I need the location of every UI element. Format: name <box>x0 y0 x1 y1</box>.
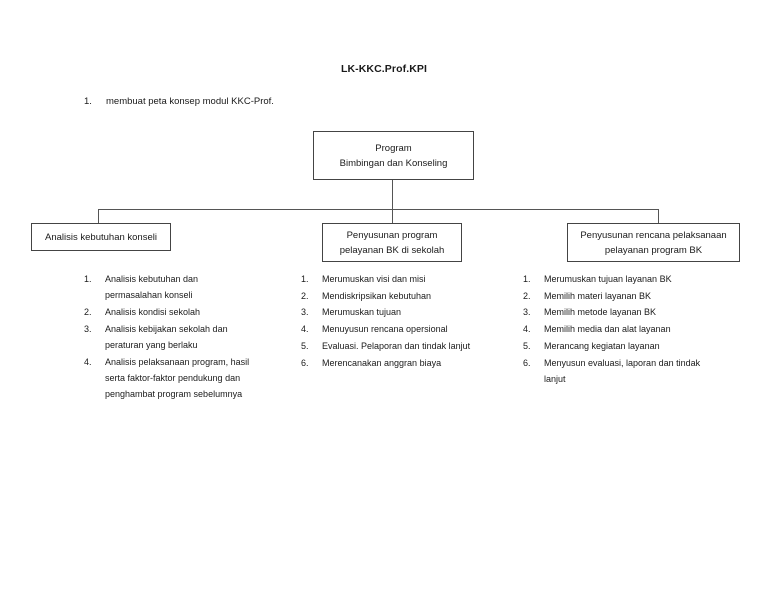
list-item-text: Merumuskan visi dan misi <box>322 274 426 284</box>
list-item-marker: 3. <box>523 307 531 318</box>
list-item-text: Merumuskan tujuan layanan BK <box>544 274 672 284</box>
list-item-text: Memilih media dan alat layanan <box>544 324 671 335</box>
list-branch-2: 1. Merumuskan visi dan misi 2. Mendiskri… <box>301 271 474 371</box>
node-branch-1-line1: Analisis kebutuhan konseli <box>45 231 157 243</box>
node-root-line1: Program <box>375 142 412 154</box>
list-item: 2. Memilih materi layanan BK <box>523 288 718 304</box>
list-item-text: Merancang kegiatan layanan <box>544 340 660 351</box>
list-item-marker: 3. <box>301 307 309 318</box>
list-item-marker: 1. <box>84 274 92 284</box>
node-branch-penyusunan-rencana: Penyusunan rencana pelaksanaan pelayanan… <box>567 223 740 262</box>
node-root-line2: Bimbingan dan Konseling <box>339 157 448 169</box>
list-item: 3. Analisis kebijakan sekolah dan peratu… <box>84 321 252 353</box>
list-item-text: Memilih materi layanan BK <box>544 290 652 301</box>
list-item-text: Merencanakan anggran biaya <box>322 357 442 368</box>
list-item-marker: 2. <box>301 290 309 301</box>
list-item-marker: 6. <box>301 357 309 368</box>
list-branch-1: 1. Analisis kebutuhan dan permasalahan k… <box>84 271 252 403</box>
connector-drop-left <box>98 209 99 223</box>
list-item-marker: 4. <box>84 356 92 367</box>
list-item-marker: 4. <box>301 324 309 335</box>
list-item: 1. Merumuskan visi dan misi <box>301 271 474 287</box>
connector-drop-right <box>658 209 659 223</box>
list-item-text: Merumuskan tujuan <box>322 307 402 318</box>
list-item: 6. Merencanakan anggran biaya <box>301 355 474 371</box>
list-item-text: Analisis kebijakan sekolah dan peraturan… <box>105 323 228 350</box>
list-item: 4. Menuyusun rencana opersional <box>301 321 474 337</box>
list-item: 1. Merumuskan tujuan layanan BK <box>523 271 718 287</box>
list-item-text: Evaluasi. Pelaporan dan tindak lanjut <box>322 340 471 351</box>
list-item: 2. Mendiskripsikan kebutuhan <box>301 288 474 304</box>
list-item-marker: 5. <box>523 340 531 351</box>
list-item-text: Memilih metode layanan BK <box>544 307 657 318</box>
connector-root-stem <box>392 180 393 209</box>
list-item-marker: 2. <box>523 290 531 301</box>
list-item-marker: 3. <box>84 323 92 334</box>
list-item: 4. Memilih media dan alat layanan <box>523 321 718 337</box>
list-item-text: Analisis kebutuhan dan permasalahan kons… <box>105 274 199 301</box>
list-item: 6. Menyusun evaluasi, laporan dan tindak… <box>523 355 718 387</box>
connector-drop-middle <box>392 209 393 223</box>
list-item-text: Menyusun evaluasi, laporan dan tindak la… <box>544 357 701 384</box>
list-item: 5. Evaluasi. Pelaporan dan tindak lanjut <box>301 338 474 354</box>
list-item: 3. Memilih metode layanan BK <box>523 304 718 320</box>
node-branch-2-line2: pelayanan BK di sekolah <box>339 244 445 256</box>
task-text: membuat peta konsep modul KKC-Prof. <box>106 96 274 107</box>
list-branch-3: 1. Merumuskan tujuan layanan BK 2. Memil… <box>523 271 718 387</box>
task-number: 1. <box>84 96 92 107</box>
list-item: 4. Analisis pelaksanaan program, hasil s… <box>84 354 252 403</box>
node-branch-2-line1: Penyusunan program <box>346 229 438 241</box>
node-root-program: Program Bimbingan dan Konseling <box>313 131 474 180</box>
page-title: LK-KKC.Prof.KPI <box>340 63 428 75</box>
node-branch-analisis-kebutuhan: Analisis kebutuhan konseli <box>31 223 171 251</box>
connector-horizontal-bus <box>98 209 659 210</box>
task-instruction: 1. membuat peta konsep modul KKC-Prof. <box>84 96 484 107</box>
list-item: 1. Analisis kebutuhan dan permasalahan k… <box>84 271 252 303</box>
node-branch-3-line1: Penyusunan rencana pelaksanaan <box>580 229 727 241</box>
list-item-marker: 4. <box>523 324 531 335</box>
list-item-marker: 6. <box>523 357 531 368</box>
node-branch-3-line2: pelayanan program BK <box>604 244 703 256</box>
list-item-marker: 1. <box>301 274 309 284</box>
list-item: 5. Merancang kegiatan layanan <box>523 338 718 354</box>
list-item-text: Menuyusun rencana opersional <box>322 324 448 335</box>
node-branch-penyusunan-program: Penyusunan program pelayanan BK di sekol… <box>322 223 462 262</box>
list-item-marker: 5. <box>301 340 309 351</box>
list-item-text: Analisis kondisi sekolah <box>105 306 201 317</box>
list-item: 2. Analisis kondisi sekolah <box>84 304 252 320</box>
list-item-text: Mendiskripsikan kebutuhan <box>322 290 432 301</box>
list-item-marker: 1. <box>523 274 531 284</box>
list-item: 3. Merumuskan tujuan <box>301 304 474 320</box>
list-item-text: Analisis pelaksanaan program, hasil sert… <box>105 356 250 399</box>
list-item-marker: 2. <box>84 306 92 317</box>
